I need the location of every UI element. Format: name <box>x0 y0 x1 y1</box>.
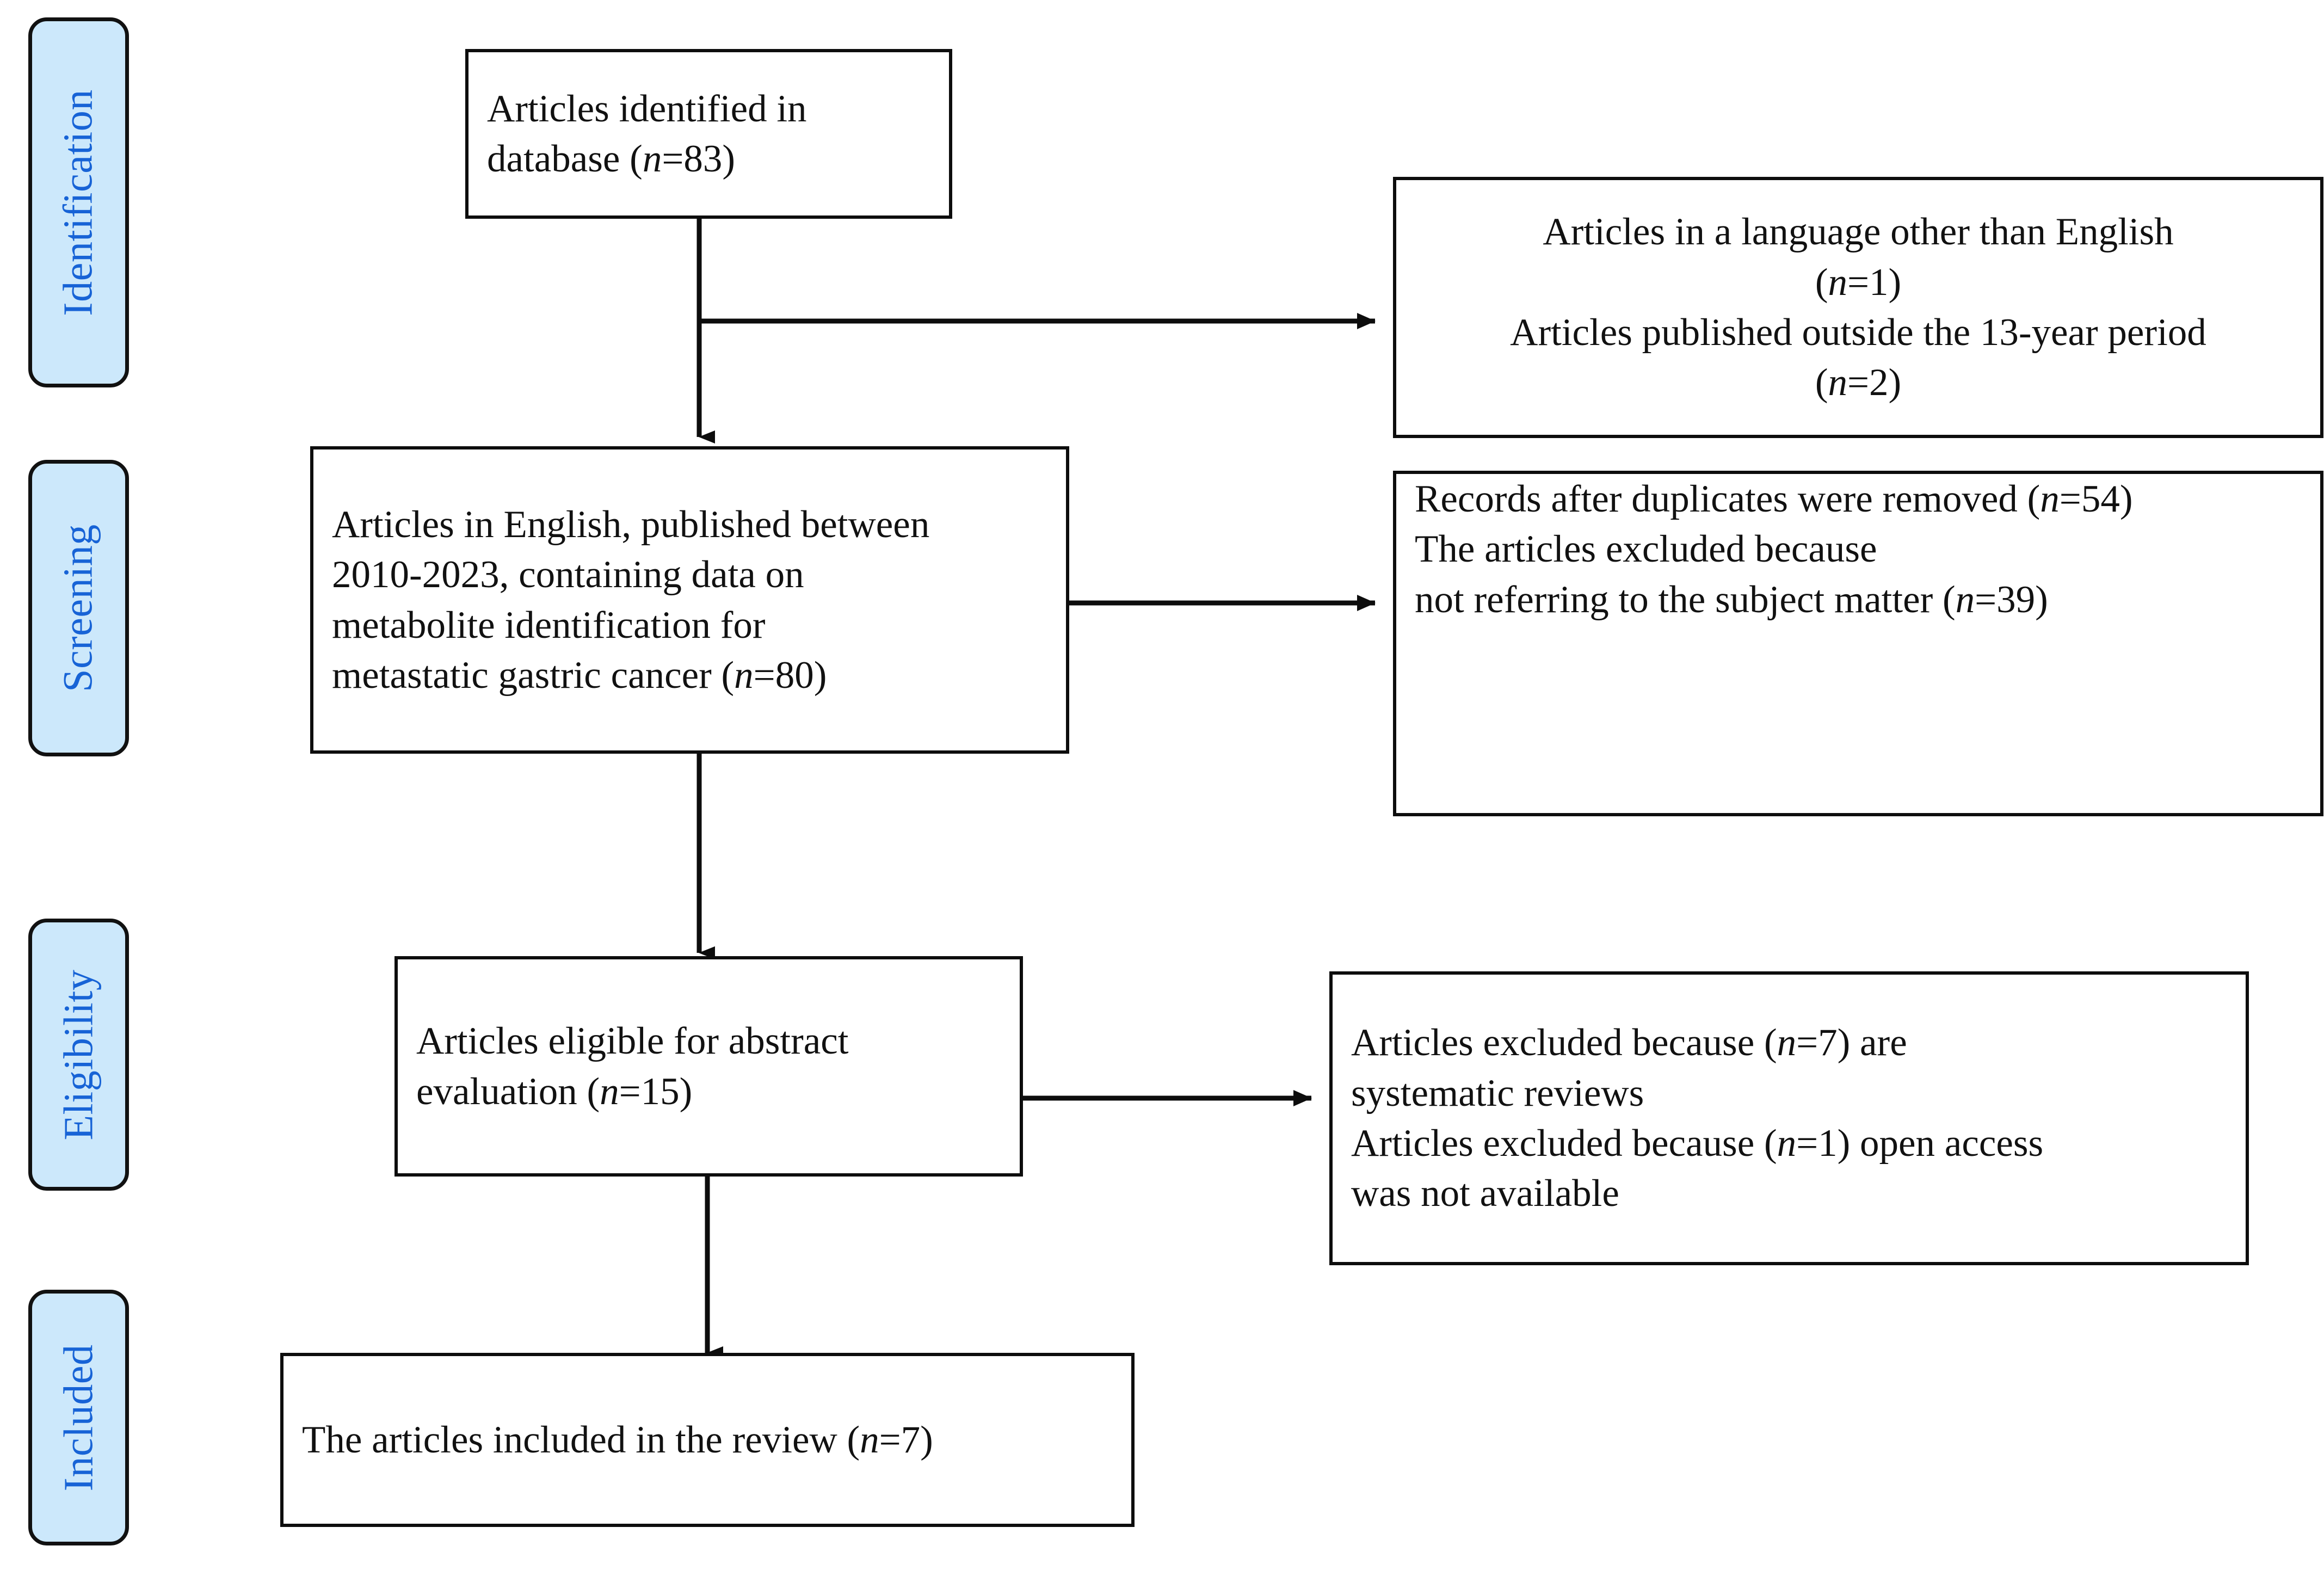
node-articles-english-filtered: Articles in English, published between 2… <box>310 446 1069 754</box>
line: Articles identified in <box>487 87 807 130</box>
stage-label-included-text: Included <box>56 1344 102 1491</box>
line: Articles excluded because (n=7) are <box>1351 1021 1907 1064</box>
node-articles-english-filtered-text: Articles in English, published between 2… <box>313 500 1066 700</box>
stage-label-screening: Screening <box>28 460 129 756</box>
node-exclusions-screening-text: Records after duplicates were removed (n… <box>1396 474 2320 625</box>
line: (n=2) <box>1815 361 1902 404</box>
node-articles-eligible-abstract-text: Articles eligible for abstract evaluatio… <box>398 1016 1020 1117</box>
line: metabolite identification for <box>332 603 766 646</box>
stage-label-eligibility-text: Eligibility <box>56 969 102 1140</box>
line: Articles eligible for abstract <box>416 1020 849 1063</box>
line: The articles included in the review (n=7… <box>302 1418 933 1461</box>
line: Articles in English, published between <box>332 503 930 546</box>
line: metastatic gastric cancer (n=80) <box>332 654 827 697</box>
node-exclusions-identification-text: Articles in a language other than Englis… <box>1396 207 2320 408</box>
node-exclusions-screening: Records after duplicates were removed (n… <box>1393 471 2323 816</box>
line: not referring to the subject matter (n=3… <box>1415 578 2048 621</box>
line: (n=1) <box>1815 261 1902 304</box>
line: Records after duplicates were removed (n… <box>1415 478 2133 520</box>
stage-label-eligibility: Eligibility <box>28 919 129 1191</box>
stage-label-identification-text: Identification <box>56 89 102 316</box>
stage-label-screening-text: Screening <box>56 524 102 692</box>
node-exclusions-eligibility-text: Articles excluded because (n=7) are syst… <box>1333 1018 2246 1218</box>
node-articles-included: The articles included in the review (n=7… <box>280 1353 1135 1527</box>
node-articles-identified-text: Articles identified in database (n=83) <box>469 84 949 184</box>
stage-label-included: Included <box>28 1290 129 1545</box>
node-articles-identified: Articles identified in database (n=83) <box>465 49 952 219</box>
line: 2010-2023, containing data on <box>332 553 804 596</box>
line: was not available <box>1351 1172 1619 1215</box>
line: evaluation (n=15) <box>416 1070 693 1113</box>
line: Articles published outside the 13-year p… <box>1510 311 2206 354</box>
node-articles-eligible-abstract: Articles eligible for abstract evaluatio… <box>394 956 1023 1177</box>
line: Articles excluded because (n=1) open acc… <box>1351 1122 2044 1165</box>
node-articles-included-text: The articles included in the review (n=7… <box>283 1415 1131 1465</box>
node-exclusions-identification: Articles in a language other than Englis… <box>1393 177 2323 438</box>
node-exclusions-eligibility: Articles excluded because (n=7) are syst… <box>1329 971 2249 1265</box>
line: systematic reviews <box>1351 1071 1644 1114</box>
stage-label-identification: Identification <box>28 17 129 387</box>
line: database (n=83) <box>487 138 735 180</box>
line: The articles excluded because <box>1415 528 1877 571</box>
line: Articles in a language other than Englis… <box>1543 211 2174 254</box>
